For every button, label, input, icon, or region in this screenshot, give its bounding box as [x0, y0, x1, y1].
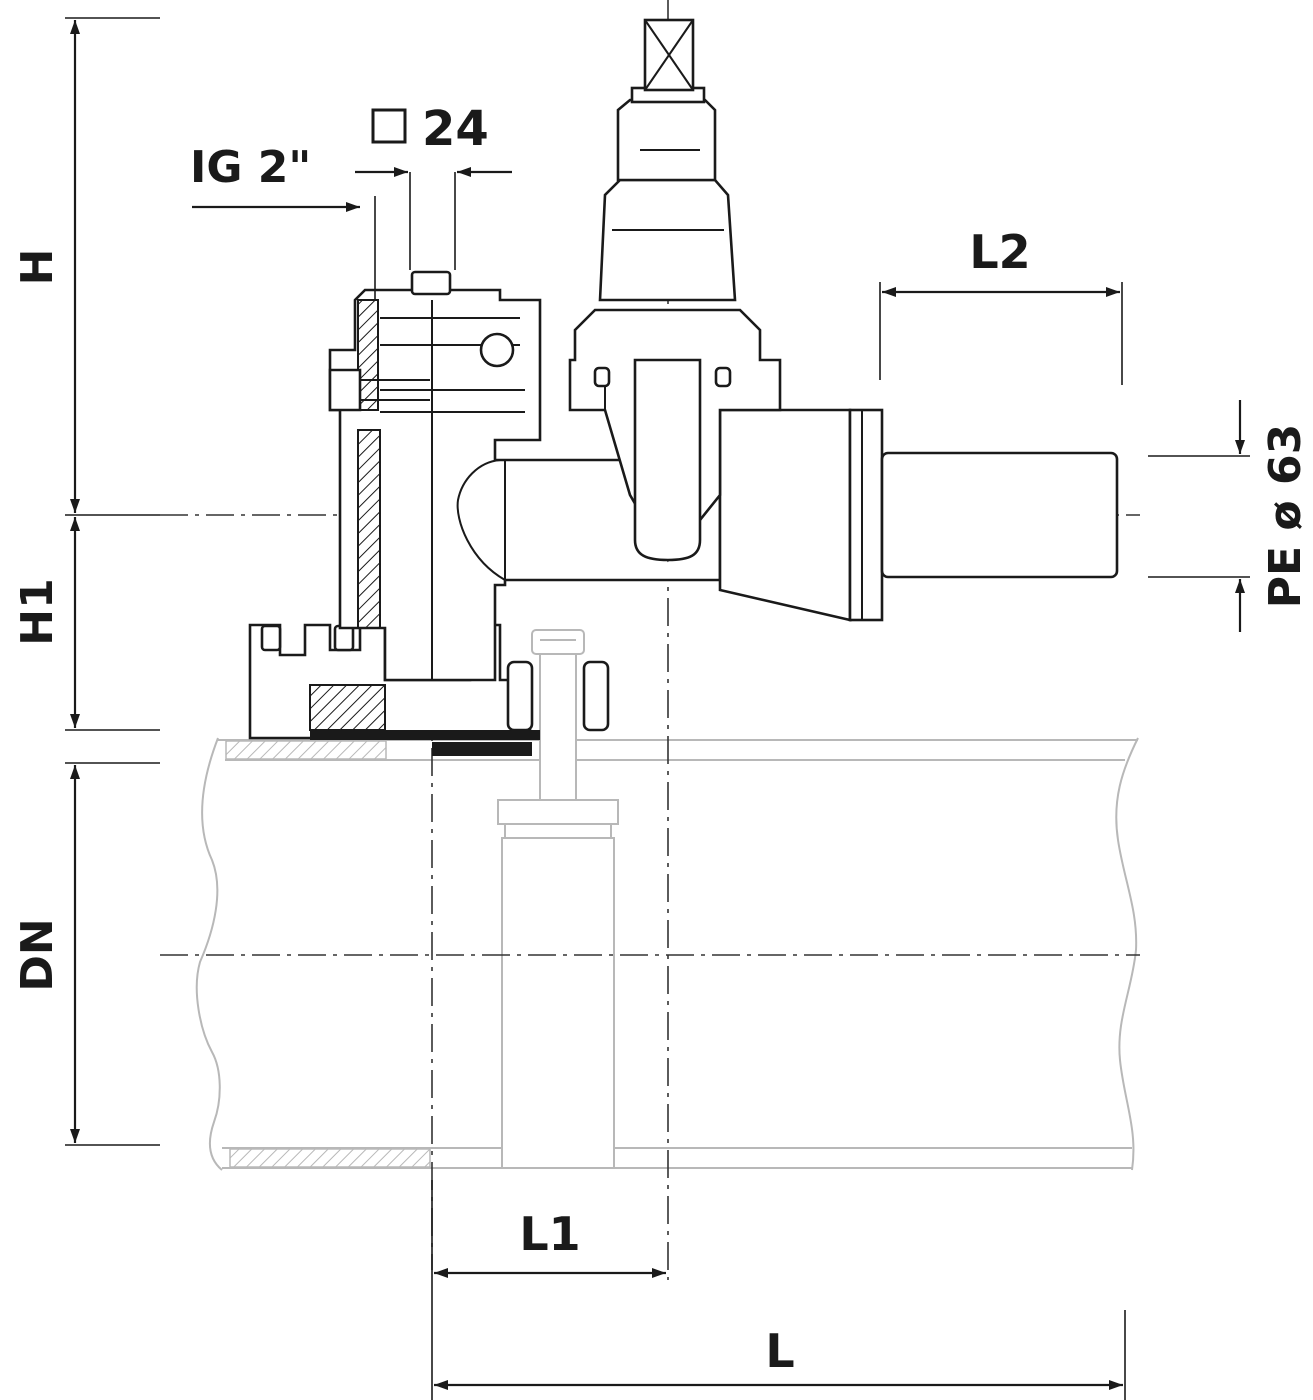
label-dn: DN: [12, 918, 63, 991]
dimensions: [65, 17, 1250, 1400]
square-outline-icon: [371, 108, 407, 144]
label-h1: H1: [12, 578, 63, 645]
label-pe: PE ø 63: [1260, 424, 1311, 608]
label-ig: IG 2": [190, 142, 311, 193]
shutoff-valve: [568, 18, 1119, 622]
label-l2: L2: [969, 225, 1030, 279]
saddle-body: [248, 270, 722, 756]
label-h: H: [12, 249, 63, 286]
label-square-size: 24: [422, 101, 489, 157]
dimension-labels: H H1 DN IG 2" 24 L2 PE ø 63 L1 L: [12, 101, 1311, 1378]
pe-spigot: [880, 451, 1119, 579]
pipe-wall-hatch-top: [225, 740, 387, 760]
cutter: [497, 629, 619, 1169]
gasket: [310, 730, 540, 740]
label-l: L: [765, 1324, 794, 1378]
pipe-wall-hatch-bottom: [229, 1148, 431, 1168]
label-l1: L1: [519, 1207, 580, 1261]
